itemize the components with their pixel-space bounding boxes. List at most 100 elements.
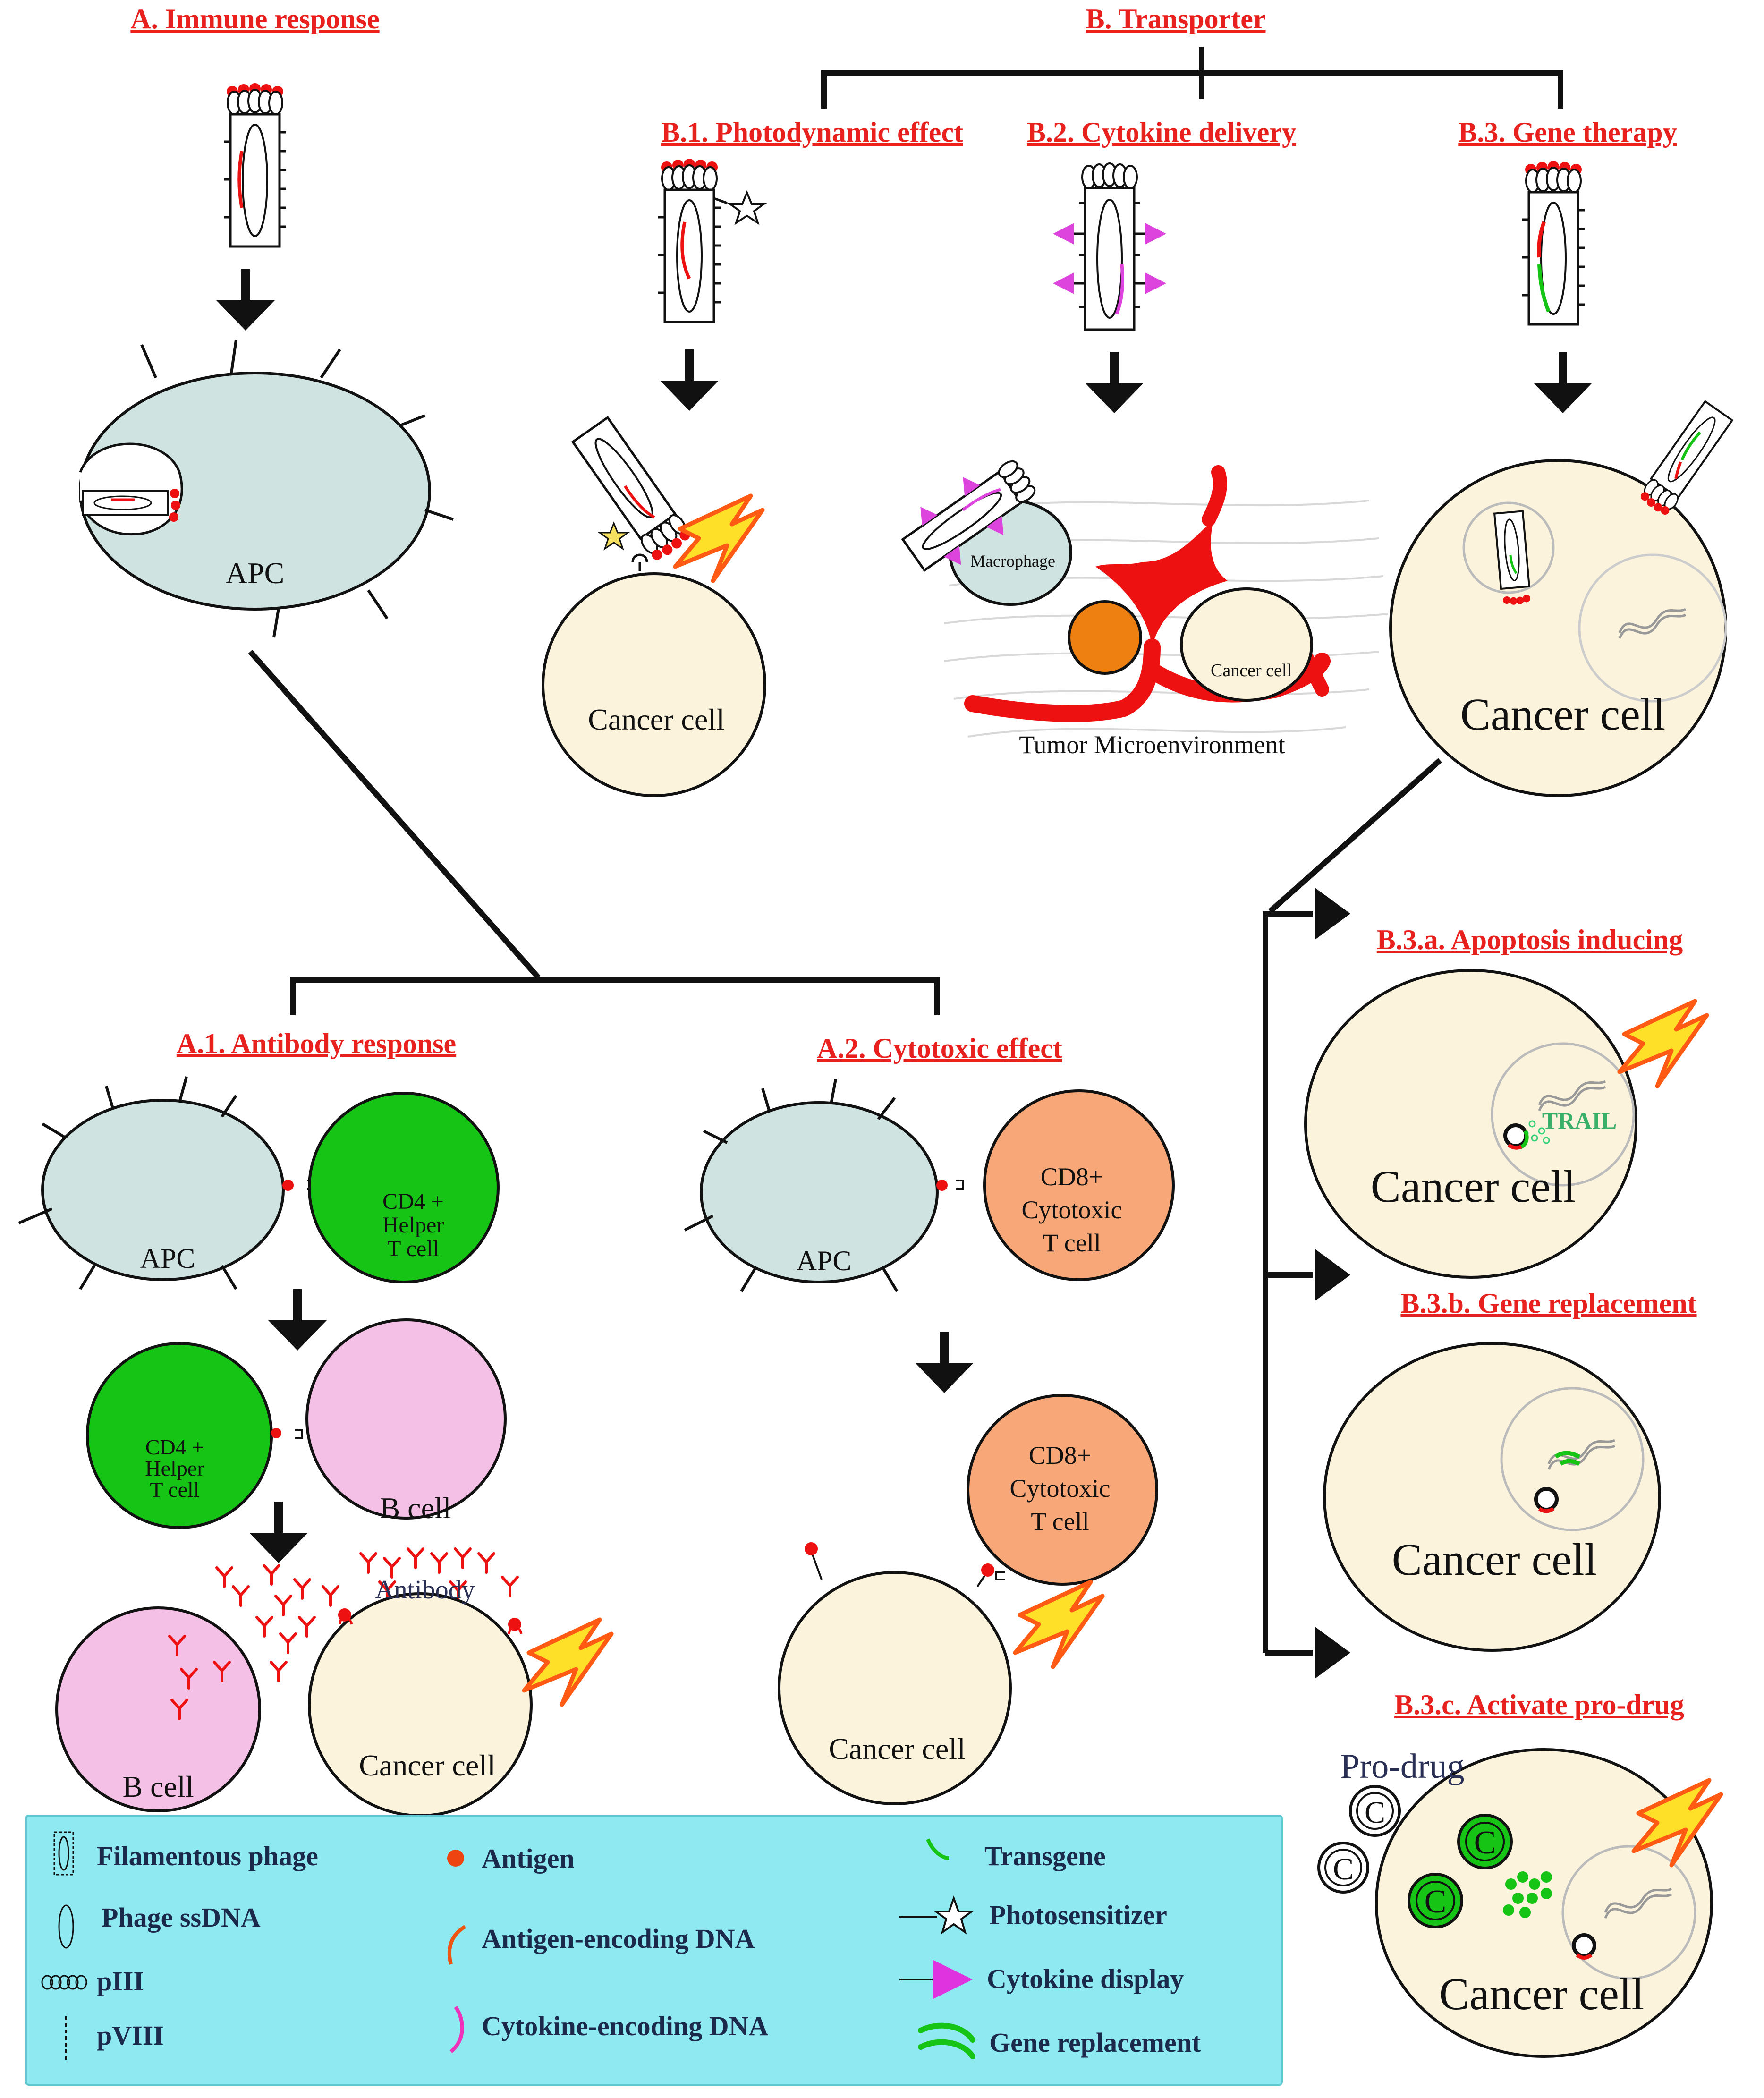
- filamentous-phage-icon: [53, 1831, 74, 1876]
- cancer-cell-b1-label: Cancer cell: [588, 703, 725, 736]
- bolt-a2: [1015, 1582, 1102, 1667]
- cancer-cell-b3: [1389, 459, 1727, 797]
- heading-a-immune-response: A. Immune response: [130, 3, 379, 34]
- legend-label-cytokine-dna: Cytokine-encoding DNA: [482, 2011, 769, 2041]
- b-bracket: [821, 47, 1563, 109]
- cancer-cell-b3b: [1323, 1342, 1661, 1652]
- heading-b1-photodynamic: B.1. Photodynamic effect: [661, 117, 963, 148]
- heading-a2-cytotoxic: A.2. Cytotoxic effect: [817, 1033, 1062, 1064]
- legend-label-filamentous-phage: Filamentous phage: [97, 1841, 318, 1871]
- legend-label-gene-replacement: Gene replacement: [989, 2027, 1201, 2058]
- legend-label-cytokine-display: Cytokine display: [987, 1963, 1184, 1994]
- phage-b2: [1053, 162, 1166, 331]
- heading-b3c-prodrug: B.3.c. Activate pro-drug: [1394, 1689, 1684, 1720]
- antibody-label: Antibody: [375, 1575, 475, 1605]
- cancer-cell-a1: [308, 1592, 533, 1817]
- phage-a: [224, 83, 286, 246]
- cd4-helper-a1: [308, 1092, 500, 1283]
- phage-b3: [1522, 161, 1585, 324]
- trail-label: TRAIL: [1542, 1107, 1617, 1134]
- ssdna-icon: [58, 1904, 74, 1949]
- legend-label-photosensitizer: Photosensitizer: [989, 1900, 1167, 1930]
- cd8-cytotoxic-a2: [983, 1089, 1175, 1281]
- right-arrow-b3a: [1315, 888, 1350, 940]
- gene-replacement-icon: [918, 2022, 975, 2059]
- right-arrow-b3c: [1315, 1627, 1350, 1679]
- down-arrow-a1-2: [249, 1502, 308, 1563]
- b-cell-a1-plasma: [55, 1606, 261, 1812]
- green-drug-dots: [1503, 1871, 1552, 1918]
- cd4-a1-line2: Helper: [382, 1213, 444, 1238]
- cytokine-dna-icon: [449, 2005, 464, 2054]
- tme-label: Tumor Microenvironment: [1019, 730, 1285, 759]
- down-arrow-a1-1: [268, 1289, 327, 1351]
- cd8-cytotoxic-a2-2: [967, 1394, 1158, 1586]
- heading-b2-cytokine: B.2. Cytokine delivery: [1027, 117, 1296, 148]
- bolt-a1: [524, 1620, 611, 1705]
- down-arrow-a2: [915, 1332, 974, 1393]
- cd4-a1-line1: CD4 +: [382, 1189, 444, 1214]
- apc-a2: APC: [684, 1079, 948, 1292]
- phage-b1: [658, 159, 721, 322]
- legend-label-antigen-dna: Antigen-encoding DNA: [482, 1923, 755, 1954]
- photosensitizer-star-icon: [899, 1895, 975, 1935]
- active-drug-1: C: [1457, 1814, 1513, 1869]
- cancer-cell-a1-label: Cancer cell: [359, 1749, 496, 1782]
- legend-label-transgene: Transgene: [984, 1841, 1106, 1871]
- down-arrow-b3: [1534, 352, 1592, 413]
- cancer-cell-b3-label: Cancer cell: [1460, 689, 1665, 739]
- cd8-a2-line1: CD8+: [1041, 1163, 1103, 1191]
- down-arrow-b2: [1085, 352, 1144, 413]
- heading-b3b-gene-replacement: B.3.b. Gene replacement: [1400, 1288, 1696, 1319]
- a-connector: [248, 650, 541, 979]
- cancer-cell-a2-label: Cancer cell: [829, 1732, 966, 1766]
- piii-icon: [41, 1975, 87, 1990]
- legend: Filamentous phage Phage ssDNA pIII pVIII…: [25, 1815, 1283, 2086]
- cd4-a1-line3: T cell: [387, 1236, 439, 1261]
- b3-bound-phage: [1640, 400, 1734, 515]
- legend-label-piii: pIII: [97, 1966, 144, 1996]
- cancer-cell-b3c-label: Cancer cell: [1439, 1969, 1644, 2019]
- b1-bound-phage: [571, 416, 690, 560]
- right-arrow-b3b: [1315, 1249, 1350, 1301]
- b3-branch-lines: [1263, 758, 1442, 1656]
- bolt-b3a: [1620, 1001, 1707, 1086]
- prodrug-1-symbol: C: [1365, 1795, 1385, 1830]
- cancer-cell-b1: [542, 572, 766, 797]
- active-drug-1-symbol: C: [1474, 1825, 1496, 1861]
- apc-a1-label: APC: [140, 1243, 195, 1274]
- cancer-cell-b3a: [1304, 969, 1637, 1279]
- cd8-a2b-line2: Cytotoxic: [1010, 1474, 1111, 1503]
- cd4-helper-a1-2: [86, 1342, 273, 1529]
- cd8-a2-line3: T cell: [1043, 1229, 1101, 1257]
- down-arrow-a: [216, 269, 275, 331]
- b-cell-a1-label: B cell: [380, 1491, 451, 1525]
- cancer-cell-a2: [778, 1571, 1012, 1805]
- apc-main-label: APC: [226, 556, 285, 590]
- prodrug-label: Pro-drug: [1340, 1747, 1464, 1786]
- cd8-a2b-line1: CD8+: [1029, 1441, 1091, 1469]
- cd4-a1b-line3: T cell: [150, 1478, 199, 1502]
- prodrug-1: C: [1349, 1785, 1401, 1837]
- active-drug-2-symbol: C: [1425, 1884, 1447, 1920]
- apc-a2-label: APC: [797, 1245, 852, 1276]
- tumor-microenvironment: Cancer cell Macrophage Tumor Microenviro…: [944, 465, 1389, 759]
- a-bracket: [290, 977, 940, 1015]
- cancer-cell-b3a-label: Cancer cell: [1371, 1161, 1576, 1212]
- b-cell-plasma-label: B cell: [122, 1770, 194, 1803]
- b2-bound-phage: [901, 460, 1036, 572]
- heading-b3-gene-therapy: B.3. Gene therapy: [1458, 117, 1677, 148]
- prodrug-2: C: [1317, 1842, 1369, 1894]
- active-drug-2: C: [1408, 1873, 1463, 1928]
- heading-b-transporter: B. Transporter: [1086, 3, 1265, 34]
- antigen-dot-icon: [447, 1850, 464, 1867]
- cancer-cell-b2: [1180, 587, 1313, 702]
- cytokine-triangle-icon: [899, 1960, 973, 1999]
- apc-main: APC: [79, 340, 454, 638]
- b-cell-a1: [305, 1318, 507, 1520]
- internalized-phage-b3: [1493, 510, 1531, 605]
- down-arrow-b1: [660, 349, 719, 411]
- prodrug-2-symbol: C: [1333, 1852, 1354, 1886]
